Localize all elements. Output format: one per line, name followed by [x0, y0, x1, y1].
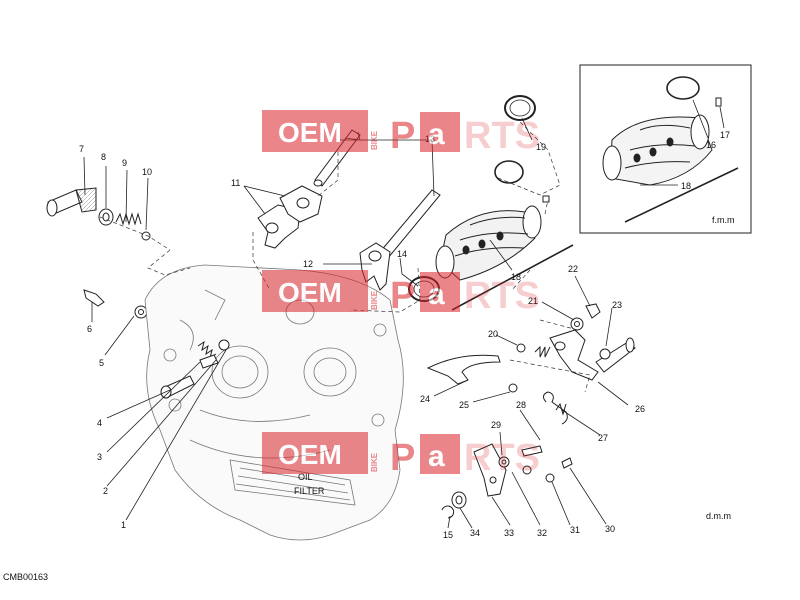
- callout-9: 9: [122, 158, 127, 168]
- svg-text:OEM: OEM: [278, 439, 342, 470]
- callout-5: 5: [99, 358, 104, 368]
- callout-30: 30: [605, 524, 615, 534]
- detent-parts: [46, 187, 151, 319]
- callout-6: 6: [87, 324, 92, 334]
- callout-15: 15: [443, 530, 453, 540]
- callout-11: 11: [231, 178, 240, 188]
- callout-2: 2: [103, 486, 108, 496]
- callout-20: 20: [488, 329, 498, 339]
- callout-7: 7: [79, 144, 84, 154]
- callout-1: 1: [121, 520, 126, 530]
- inset-leader-16: [692, 99, 709, 139]
- watermark-1: OEM BIKE P a RTS: [262, 110, 540, 157]
- callout-26: 26: [635, 404, 645, 414]
- callout-10: 10: [142, 167, 152, 177]
- engine-oil-text: OIL: [298, 472, 313, 482]
- inset-note: f.m.m: [712, 215, 735, 225]
- inset-selector-drum: [602, 76, 722, 186]
- shift-mechanism: [426, 303, 636, 425]
- svg-text:OEM: OEM: [278, 277, 342, 308]
- main-note: d.m.m: [706, 511, 732, 521]
- callout-29: 29: [491, 420, 501, 430]
- callout-18-inset: 18: [681, 181, 691, 191]
- svg-text:RTS: RTS: [464, 275, 540, 317]
- diagram-code: CMB00163: [3, 572, 49, 582]
- inset-frame: [579, 64, 752, 234]
- lower-parts: [441, 443, 573, 519]
- callout-16: 16: [706, 140, 716, 150]
- callout-4: 4: [97, 418, 102, 428]
- watermark-2: OEM BIKE P a RTS: [262, 270, 540, 317]
- assembly-dashed-lines: [99, 121, 591, 393]
- callout-3: 3: [97, 452, 102, 462]
- callout-34: 34: [470, 528, 480, 538]
- callout-18: 18: [511, 272, 521, 282]
- svg-text:BIKE: BIKE: [370, 290, 379, 310]
- inset-leader-17: [719, 106, 725, 129]
- svg-text:a: a: [428, 278, 445, 311]
- callout-31: 31: [570, 525, 580, 535]
- callout-32: 32: [537, 528, 547, 538]
- selector-drum: [408, 95, 550, 302]
- svg-text:a: a: [428, 440, 445, 473]
- callout-33: 33: [504, 528, 514, 538]
- callout-25: 25: [459, 400, 469, 410]
- callout-22: 22: [568, 264, 578, 274]
- svg-text:BIKE: BIKE: [370, 452, 379, 472]
- callout-14: 14: [397, 249, 407, 259]
- callout-27: 27: [598, 433, 608, 443]
- svg-text:P: P: [390, 275, 415, 317]
- callout-21: 21: [528, 296, 538, 306]
- callout-28: 28: [516, 400, 526, 410]
- callout-12: 12: [303, 259, 313, 269]
- callout-8: 8: [101, 152, 106, 162]
- svg-text:a: a: [428, 118, 445, 151]
- callout-19: 19: [536, 142, 546, 152]
- callout-23: 23: [612, 300, 622, 310]
- inset-underline: [624, 167, 739, 223]
- svg-text:OEM: OEM: [278, 117, 342, 148]
- engine-filter-text: FILTER: [294, 486, 325, 496]
- callout-24: 24: [420, 394, 430, 404]
- watermark-3: OEM BIKE P a RTS: [262, 432, 540, 479]
- svg-text:RTS: RTS: [464, 115, 540, 157]
- svg-text:RTS: RTS: [464, 437, 540, 479]
- callout-labels: 7 8 9 10 11 13 19 12 14 18 6 5 4 3 2 1 2…: [79, 130, 730, 540]
- callout-17: 17: [720, 130, 730, 140]
- svg-text:BIKE: BIKE: [370, 130, 379, 150]
- drum-underline: [451, 244, 574, 311]
- svg-text:P: P: [390, 115, 415, 157]
- svg-text:P: P: [390, 437, 415, 479]
